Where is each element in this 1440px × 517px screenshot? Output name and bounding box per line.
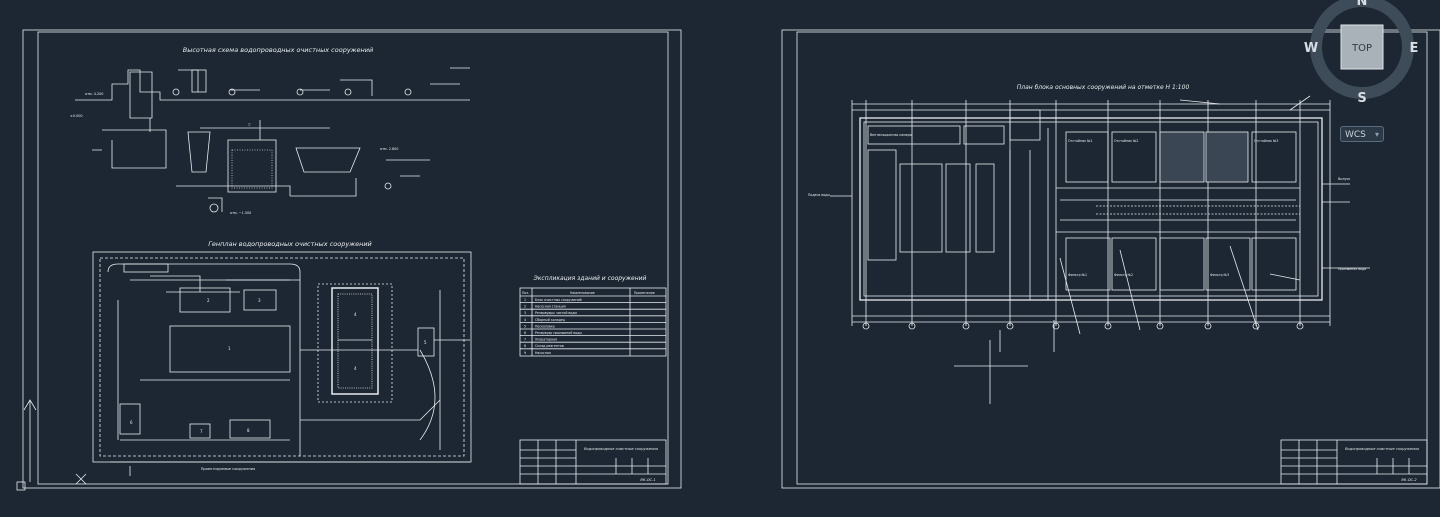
svg-text:▽: ▽ xyxy=(248,123,251,127)
svg-text:Фильтр №2: Фильтр №2 xyxy=(1114,273,1133,277)
viewcube-compass-ring[interactable] xyxy=(1310,0,1414,99)
svg-text:4: 4 xyxy=(354,312,357,317)
table-row-name: Резервуары чистой воды xyxy=(535,311,577,315)
plan-title: План блока основных сооружений на отметк… xyxy=(1017,84,1190,91)
table-header-name: Наименование xyxy=(570,291,595,295)
sheet-2: План блока основных сооружений на отметк… xyxy=(781,29,1440,489)
sheet-2-title-block xyxy=(1280,439,1428,485)
table-row-num: 2 xyxy=(524,305,526,309)
table-row-num: 7 xyxy=(524,338,526,342)
sheet-1-title-block xyxy=(519,439,667,485)
svg-text:8: 8 xyxy=(247,428,250,433)
svg-text:5: 5 xyxy=(424,340,427,345)
explication-title: Экспликация зданий и сооружений xyxy=(533,275,647,282)
sheet-2-stamp-title: Водопроводные очистные сооружения xyxy=(1345,447,1420,451)
svg-text:2: 2 xyxy=(207,298,210,303)
table-row-name: Блок очистных сооружений xyxy=(535,298,582,302)
table-row-name: Насосная станция xyxy=(535,305,566,309)
table-header-pos: Поз. xyxy=(522,291,529,295)
genplan-title: Генплан водопроводных очистных сооружени… xyxy=(208,240,372,248)
compass-west-label[interactable]: W xyxy=(1304,41,1318,56)
svg-text:1: 1 xyxy=(228,346,231,351)
svg-text:4: 4 xyxy=(354,366,357,371)
table-row-name: Резервуар промывной воды xyxy=(535,331,582,335)
plan-drawing xyxy=(830,95,1370,404)
table-row-num: 6 xyxy=(524,331,526,335)
svg-text:Отстойник №2: Отстойник №2 xyxy=(1114,139,1138,143)
svg-text:отм. 4.200: отм. 4.200 xyxy=(85,92,103,96)
sheet-1-outer-frame xyxy=(22,29,682,489)
table-row-name: Сборный колодец xyxy=(535,318,566,322)
svg-text:Выпуск: Выпуск xyxy=(1338,177,1350,181)
svg-text:отм. 2.800: отм. 2.800 xyxy=(380,147,398,151)
svg-text:отм. −1.500: отм. −1.500 xyxy=(230,211,251,215)
svg-text:6: 6 xyxy=(130,420,133,425)
table-row-num: 9 xyxy=(524,351,526,355)
svg-text:Подача воды: Подача воды xyxy=(808,193,830,197)
sheet-1-stamp-title: Водопроводные очистные сооружения xyxy=(584,447,659,451)
ucs-icon xyxy=(16,399,87,491)
viewcube-top-face[interactable] xyxy=(1340,24,1384,70)
svg-text:Отстойник №1: Отстойник №1 xyxy=(1068,139,1092,143)
sheet-1-inner-frame xyxy=(37,31,669,485)
svg-text:Фильтр №1: Фильтр №1 xyxy=(1068,273,1087,277)
viewcube[interactable]: TOP N S E W xyxy=(1304,0,1419,106)
compass-north-label[interactable]: N xyxy=(1357,0,1368,9)
sheet-1-stamp-code: ВК-ОС-1 xyxy=(640,478,655,482)
genplan-drawing xyxy=(92,251,472,476)
svg-text:Фильтр №3: Фильтр №3 xyxy=(1210,273,1229,277)
chevron-down-icon: ▾ xyxy=(1374,130,1379,139)
compass-east-label[interactable]: E xyxy=(1410,41,1419,56)
table-row-num: 3 xyxy=(524,311,526,315)
wcs-label: WCS xyxy=(1345,130,1366,140)
wcs-menu-button[interactable]: WCS ▾ xyxy=(1340,126,1384,142)
viewcube-face-label[interactable]: TOP xyxy=(1351,43,1372,54)
svg-text:Промывная вода: Промывная вода xyxy=(1338,267,1366,271)
table-row-name: Хлораторная xyxy=(535,338,557,342)
compass-south-label[interactable]: S xyxy=(1357,91,1366,106)
svg-text:±0.000: ±0.000 xyxy=(70,114,83,118)
table-row-num: 5 xyxy=(524,324,526,328)
sheet-2-stamp-code: ВК-ОС-2 xyxy=(1401,478,1417,482)
table-row-num: 1 xyxy=(524,298,526,302)
sheet-1: Высотная схема водопроводных очистных со… xyxy=(22,29,682,489)
sheet-2-inner-frame xyxy=(796,31,1428,485)
table-row-name: Песколовка xyxy=(535,324,555,328)
table-header-note: Примечание xyxy=(634,291,655,295)
table-row-name: Склад реагентов xyxy=(535,344,564,348)
explication-table xyxy=(519,287,667,357)
height-scheme-drawing xyxy=(75,67,470,213)
svg-text:3: 3 xyxy=(258,298,261,303)
site-note: Проектируемые сооружения xyxy=(201,467,256,471)
table-row-num: 8 xyxy=(524,344,526,348)
table-row-name: Насосная xyxy=(535,351,551,355)
sheet-2-outer-frame xyxy=(781,29,1440,489)
svg-text:Вентиляционная камера: Вентиляционная камера xyxy=(870,133,912,137)
svg-text:7: 7 xyxy=(200,429,203,434)
svg-text:Отстойник №3: Отстойник №3 xyxy=(1254,139,1278,143)
height-scheme-title: Высотная схема водопроводных очистных со… xyxy=(183,46,374,54)
table-row-num: 4 xyxy=(524,318,526,322)
